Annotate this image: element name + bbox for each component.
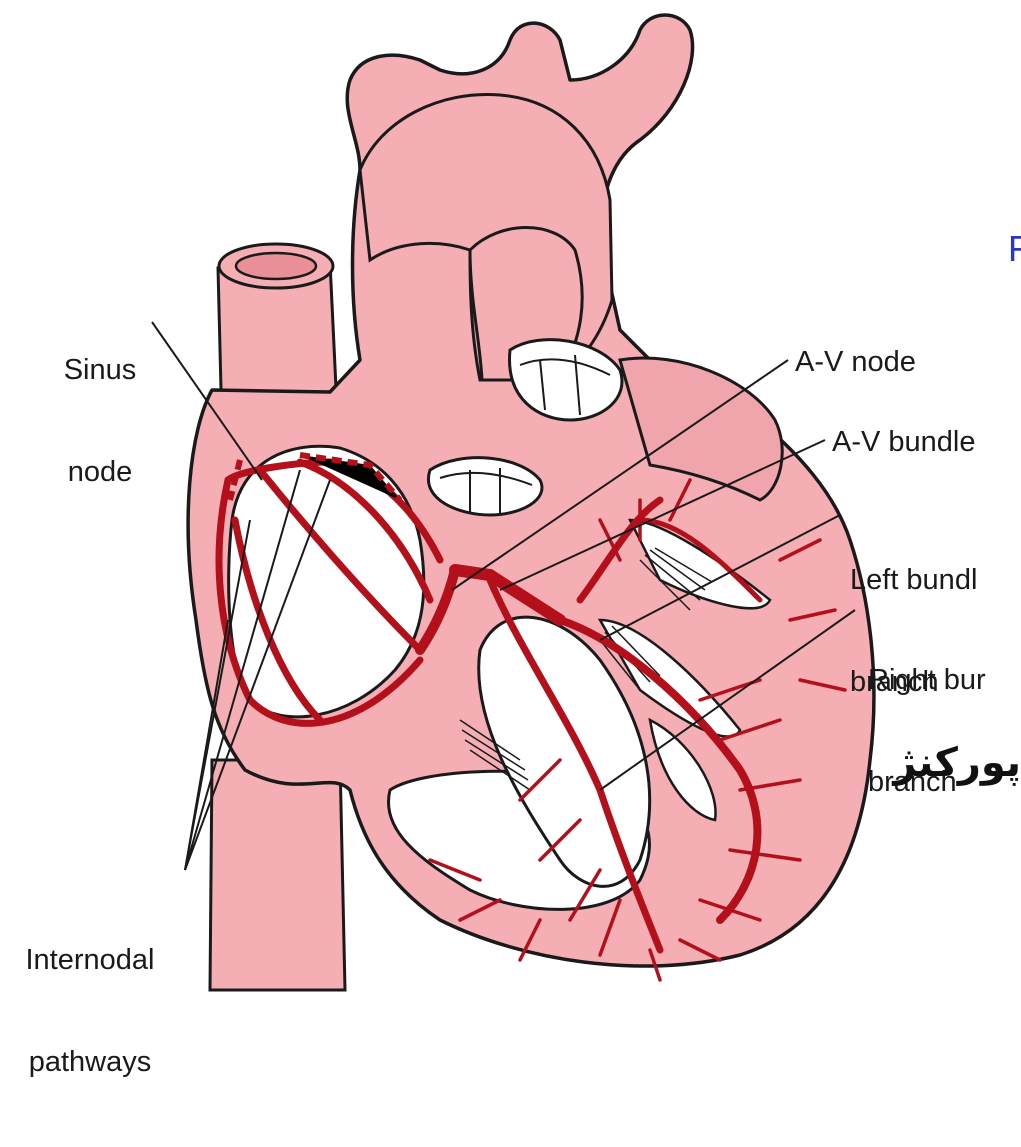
- av-bundle-label: A-V bundle: [832, 425, 976, 459]
- sinus-node-label: Sinus node: [50, 285, 150, 557]
- purkinje-arabic-label: پورکنژ: [872, 740, 1021, 786]
- sinus-node-label-line1: Sinus: [50, 353, 150, 387]
- heart-conduction-diagram: Sinus node A-V node A-V bundle Left bund…: [0, 0, 1021, 992]
- av-node-label: A-V node: [795, 345, 916, 379]
- sinus-node-label-line2: node: [50, 455, 150, 489]
- right-bundle-label-line1: Right bur: [868, 663, 986, 697]
- left-bundle-label-line1: Left bundl: [850, 563, 977, 597]
- internodal-pathways-label: Internodal pathways: [0, 875, 180, 1147]
- right-bundle-branch-label: Right bur branch: [868, 595, 986, 867]
- internodal-label-line1: Internodal: [0, 943, 180, 977]
- inferior-vena-cava: [210, 760, 345, 990]
- cropped-blue-letter: F: [1008, 228, 1021, 270]
- internodal-label-line2: pathways: [0, 1045, 180, 1079]
